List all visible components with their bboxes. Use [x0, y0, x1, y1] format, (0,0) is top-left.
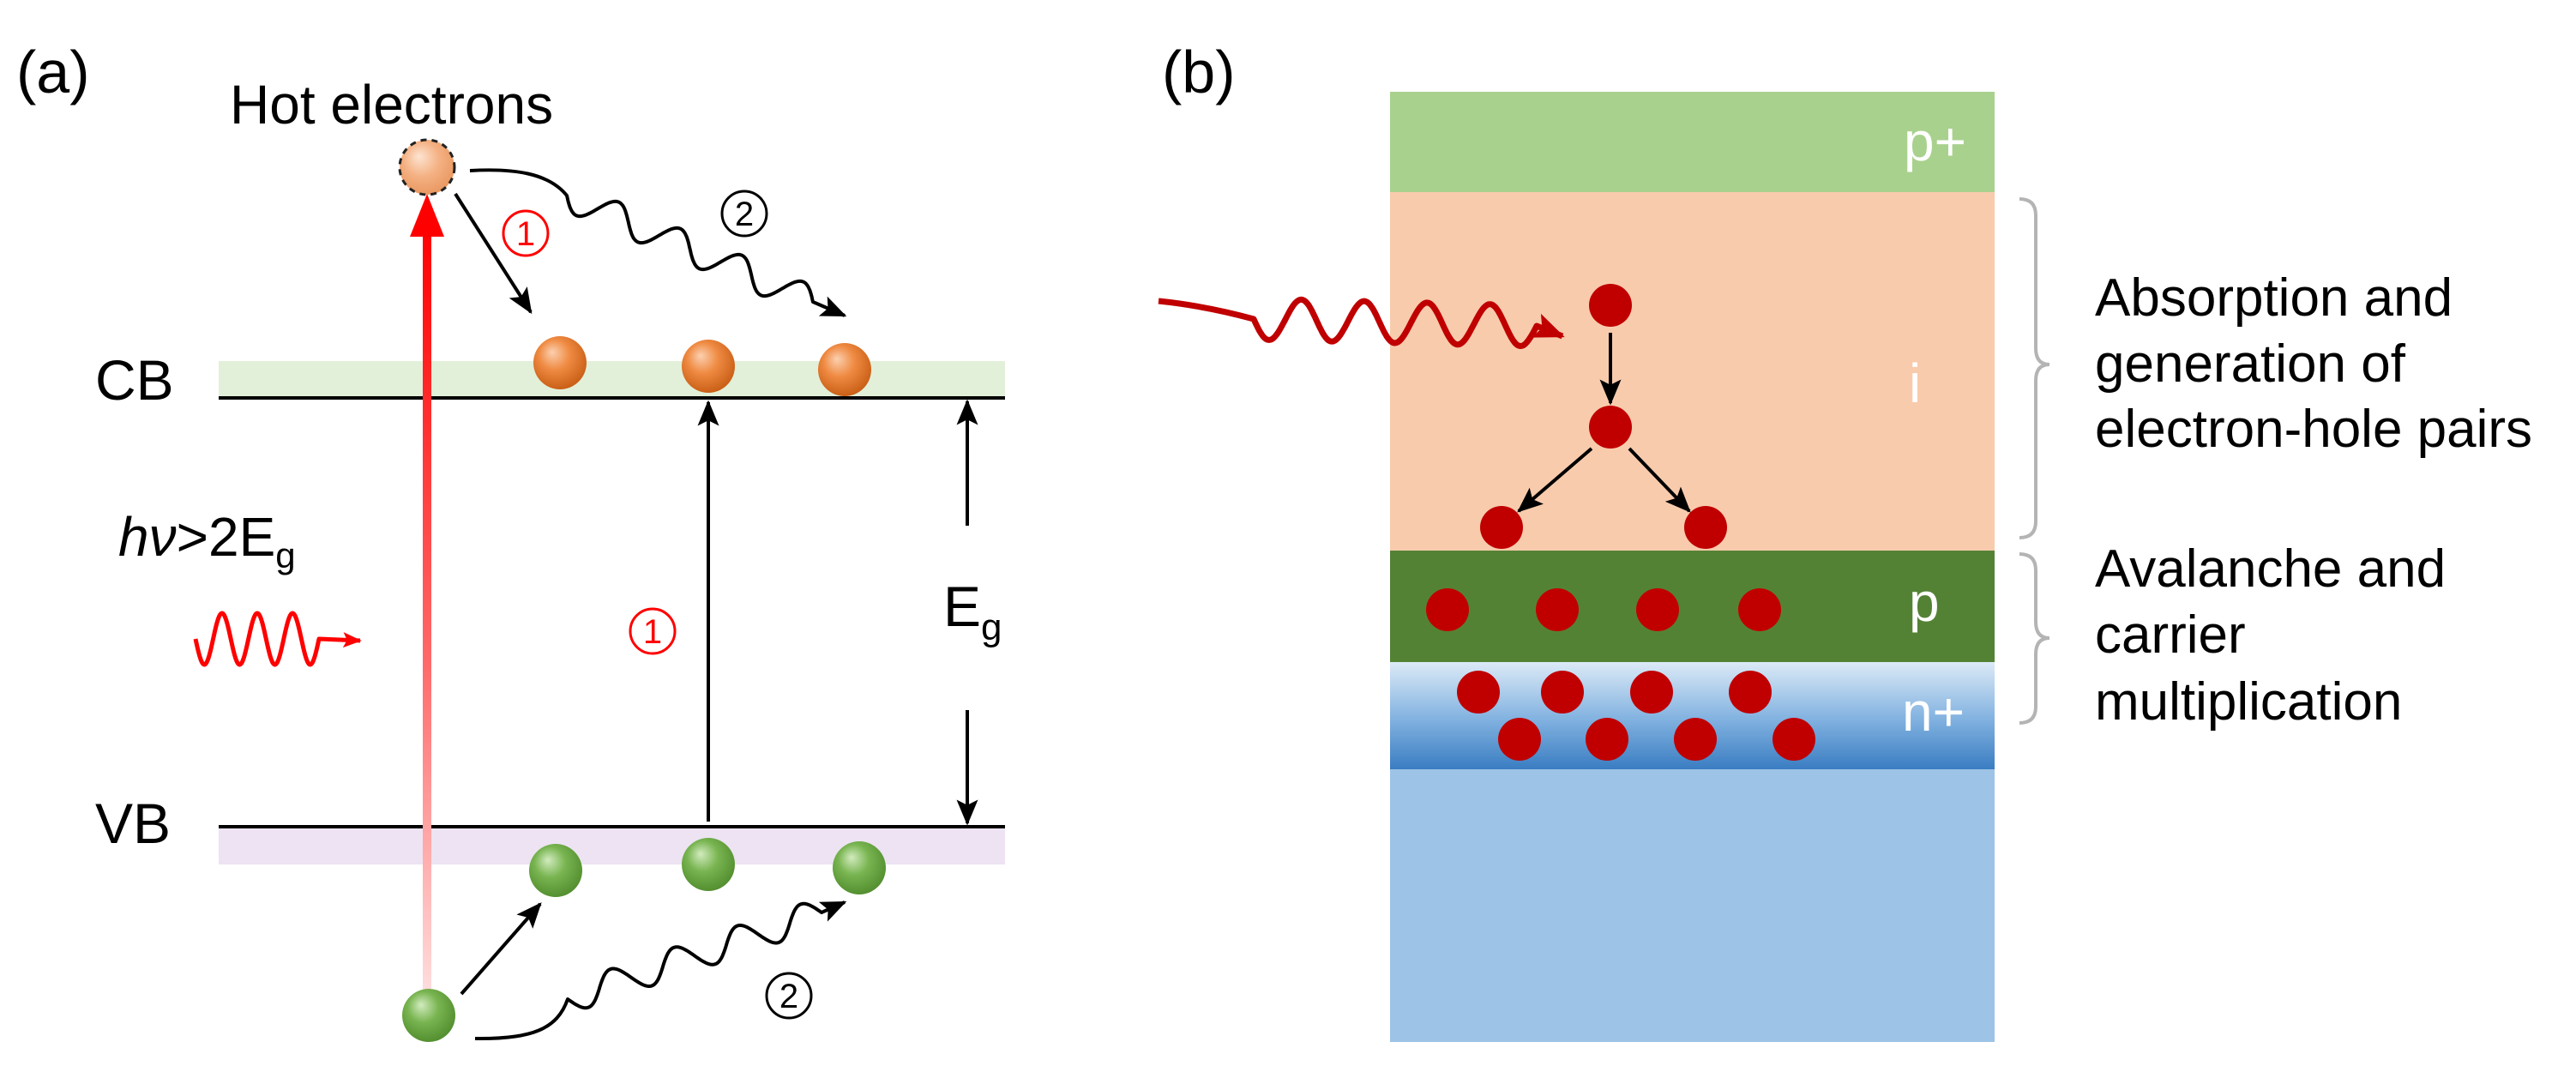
process-marker-interband-number: 1	[643, 613, 662, 651]
annotation-absorption-line-1: Absorption and	[2095, 268, 2453, 328]
process-marker-interband: 1	[629, 607, 677, 655]
carrier-dot	[1674, 718, 1717, 761]
carrier-dot	[1536, 588, 1579, 631]
layer-p-plus-label: p+	[1904, 111, 1966, 172]
carrier-dot	[1457, 671, 1500, 714]
layer-substrate	[1390, 769, 1995, 1042]
cb-label: CB	[95, 348, 174, 412]
incoming-photon-arrow	[1158, 296, 1565, 349]
cb-electron-2	[682, 340, 735, 393]
layer-p	[1390, 551, 1995, 662]
photon-wave-icon	[193, 611, 362, 667]
panel-a-label: (a)	[16, 39, 90, 105]
hot-electron	[398, 138, 456, 196]
brace-absorption	[2019, 197, 2050, 539]
hot-electrons-label: Hot electrons	[230, 74, 553, 136]
hot-hole	[402, 989, 455, 1042]
carrier-dot	[1498, 718, 1541, 761]
panel-b-label: (b)	[1162, 39, 1236, 105]
brace-avalanche	[2019, 552, 2050, 725]
carrier-dot	[1729, 671, 1772, 714]
annotation-avalanche-line-3: multiplication	[2095, 672, 2402, 732]
generation-arrow-left	[1517, 447, 1593, 513]
bandgap-symbol: E	[943, 575, 981, 638]
valence-band-fill	[219, 827, 1005, 864]
annotation-avalanche-line-1: Avalanche and	[2095, 539, 2446, 599]
layer-i-label: i	[1909, 352, 1921, 414]
carrier-dot	[1589, 406, 1632, 449]
relaxation-arrow-top-straight	[454, 192, 533, 315]
carrier-dot	[1738, 588, 1781, 631]
relaxation-arrow-bottom-wavy	[474, 900, 847, 1041]
relaxation-arrow-top-wavy	[469, 168, 847, 317]
annotation-absorption-line-2: generation of	[2095, 334, 2406, 394]
vb-hole-1	[529, 844, 582, 897]
process-marker-top-wavy: 2	[720, 190, 768, 238]
layer-i	[1390, 192, 1995, 551]
photon-relation: >2E	[177, 506, 276, 568]
conduction-band-fill	[219, 361, 1005, 398]
relaxation-arrow-bottom-straight	[460, 902, 542, 996]
vb-hole-2	[682, 838, 735, 891]
carrier-dot	[1541, 671, 1584, 714]
carrier-dot	[1589, 284, 1632, 327]
layer-p-plus	[1390, 92, 1995, 192]
process-marker-bottom-wavy: 2	[765, 972, 813, 1020]
panel-a: (a) Hot electrons CB VB hν>2Eg 1 2	[16, 39, 1005, 1042]
carrier-dot	[1426, 588, 1469, 631]
carrier-dot	[1586, 718, 1628, 761]
vb-hole-3	[833, 841, 886, 894]
photon-symbol: hν	[118, 506, 177, 568]
panel-b: (b) p+ i p n+	[1158, 39, 2532, 1042]
photon-subscript: g	[275, 535, 295, 575]
carrier-dot	[1480, 506, 1523, 549]
carrier-dot	[1636, 588, 1679, 631]
process-marker-top-straight-number: 1	[516, 215, 535, 253]
process-marker-bottom-wavy-number: 2	[779, 978, 798, 1015]
excitation-arrow-head	[410, 194, 444, 237]
vb-label: VB	[95, 792, 171, 855]
photon-energy-label: hν>2Eg	[118, 506, 296, 575]
cb-electron-1	[533, 336, 587, 389]
bandgap-subscript: g	[981, 606, 1002, 648]
bandgap-label: Eg	[943, 575, 1002, 648]
excitation-arrow-shaft	[423, 225, 431, 1024]
process-marker-top-straight: 1	[502, 209, 550, 257]
layer-n-plus-label: n+	[1902, 681, 1965, 743]
process-marker-top-wavy-number: 2	[735, 196, 754, 233]
carrier-dot	[1684, 506, 1727, 549]
carrier-dot	[1773, 718, 1815, 761]
cb-electron-3	[818, 343, 871, 396]
annotation-avalanche-line-2: carrier	[2095, 605, 2246, 665]
layer-p-label: p	[1909, 571, 1940, 633]
carrier-dot	[1630, 671, 1673, 714]
generation-arrow-right	[1628, 447, 1691, 513]
annotation-absorption-line-3: electron-hole pairs	[2095, 400, 2532, 459]
